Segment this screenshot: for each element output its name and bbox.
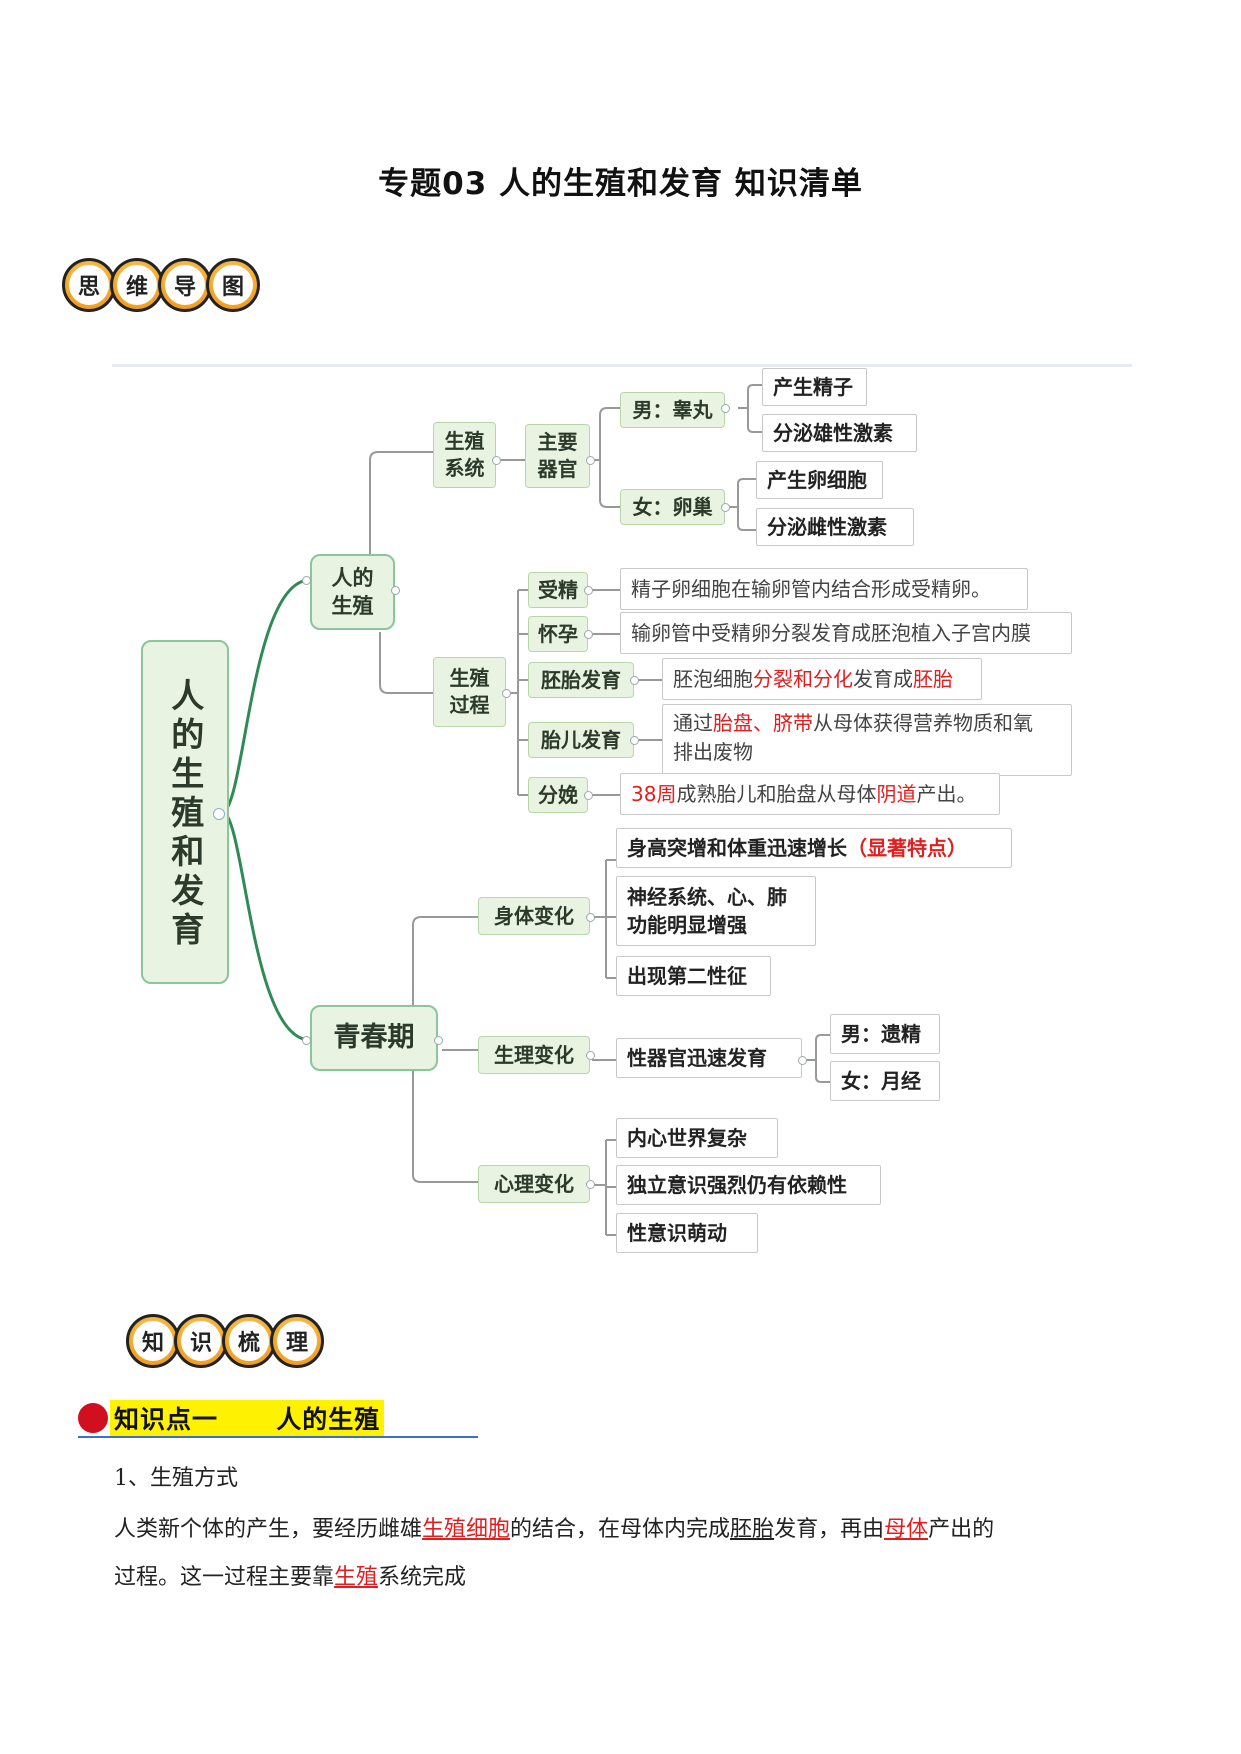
badge-circle: 识 [174,1314,228,1368]
collapse-icon[interactable] [721,404,730,413]
collapse-icon[interactable] [721,503,730,512]
section-underline [78,1436,478,1438]
badge-circle: 思 [62,258,116,312]
collapse-icon[interactable] [502,689,511,698]
leaf-sex-awareness: 性意识萌动 [616,1213,758,1253]
badge-circle: 维 [110,258,164,312]
leaf-organ-function: 神经系统、心、肺 功能明显增强 [616,876,816,946]
paragraph: 人类新个体的产生，要经历雌雄生殖细胞的结合，在母体内完成胚胎发育，再由母体产出的… [114,1517,995,1590]
leaf-inner-world: 内心世界复杂 [616,1118,778,1158]
node-female-ovary[interactable]: 女：卵巢 [620,489,725,525]
collapse-icon[interactable] [302,1036,311,1045]
collapse-icon[interactable] [586,1180,595,1189]
collapse-icon[interactable] [586,1051,595,1060]
leaf-produce-egg: 产生卵细胞 [756,461,883,499]
collapse-icon[interactable] [584,630,593,639]
leaf-female-menstruation: 女：月经 [830,1061,940,1101]
node-physio-change[interactable]: 生理变化 [478,1036,590,1074]
node-embryo-development[interactable]: 胚胎发育 [528,662,634,698]
leaf-embryo-desc: 胚泡细胞分裂和分化发育成胚胎 [662,658,982,700]
node-male-testis[interactable]: 男：睾丸 [620,392,725,428]
node-reproduction[interactable]: 人的 生殖 [310,554,395,630]
collapse-icon[interactable] [798,1056,807,1065]
collapse-icon[interactable] [630,676,639,685]
knowledge-badge: 知 识 梳 理 [126,1314,324,1368]
leaf-sex-organ-growth: 性器官迅速发育 [616,1038,802,1078]
collapse-icon[interactable] [584,791,593,800]
divider [112,364,1132,367]
page-title: 专题03 人的生殖和发育 知识清单 [378,166,863,202]
collapse-icon[interactable] [434,1036,443,1045]
node-psycho-change[interactable]: 心理变化 [478,1165,590,1203]
badge-circle: 理 [270,1314,324,1368]
mindmap-badge: 思 维 导 图 [62,258,260,312]
badge-circle: 图 [206,258,260,312]
subheading-reproduction-method: 1、生殖方式 [114,1466,238,1491]
collapse-icon[interactable] [586,456,595,465]
collapse-icon[interactable] [584,586,593,595]
leaf-independence: 独立意识强烈仍有依赖性 [616,1165,881,1205]
collapse-icon[interactable] [391,586,400,595]
node-puberty[interactable]: 青春期 [310,1005,438,1071]
leaf-birth-desc: 38周成熟胎儿和胎盘从母体阴道产出。 [620,773,1000,815]
node-fertilization[interactable]: 受精 [528,572,588,608]
leaf-fetus-desc: 通过胎盘、脐带从母体获得营养物质和氧排出废物 [662,704,1072,776]
section-heading: 知识点一 人的生殖 [78,1400,385,1436]
node-pregnancy[interactable]: 怀孕 [528,616,588,652]
badge-circle: 知 [126,1314,180,1368]
expand-icon[interactable] [213,808,225,820]
leaf-secondary-sex: 出现第二性征 [616,956,771,996]
leaf-pregnancy-desc: 输卵管中受精卵分裂发育成胚泡植入子宫内膜 [620,612,1072,654]
collapse-icon[interactable] [302,576,311,585]
node-birth[interactable]: 分娩 [528,777,588,813]
section-heading-text: 知识点一 人的生殖 [110,1400,385,1436]
leaf-male-emission: 男：遗精 [830,1014,940,1054]
leaf-fertilization-desc: 精子卵细胞在输卵管内结合形成受精卵。 [620,568,1028,610]
leaf-male-hormone: 分泌雄性激素 [762,414,917,452]
node-reproductive-process[interactable]: 生殖 过程 [433,657,506,727]
collapse-icon[interactable] [586,913,595,922]
node-main-organs[interactable]: 主要 器官 [525,424,590,488]
leaf-produce-sperm: 产生精子 [762,368,867,406]
node-body-change[interactable]: 身体变化 [478,897,590,935]
collapse-icon[interactable] [492,456,501,465]
leaf-height-weight: 身高突增和体重迅速增长（显著特点） [616,828,1012,868]
collapse-icon[interactable] [630,736,639,745]
bullet-icon [78,1403,108,1433]
badge-circle: 梳 [222,1314,276,1368]
node-reproductive-system[interactable]: 生殖 系统 [433,422,496,488]
leaf-female-hormone: 分泌雌性激素 [756,508,914,546]
node-fetus-development[interactable]: 胎儿发育 [528,722,634,758]
